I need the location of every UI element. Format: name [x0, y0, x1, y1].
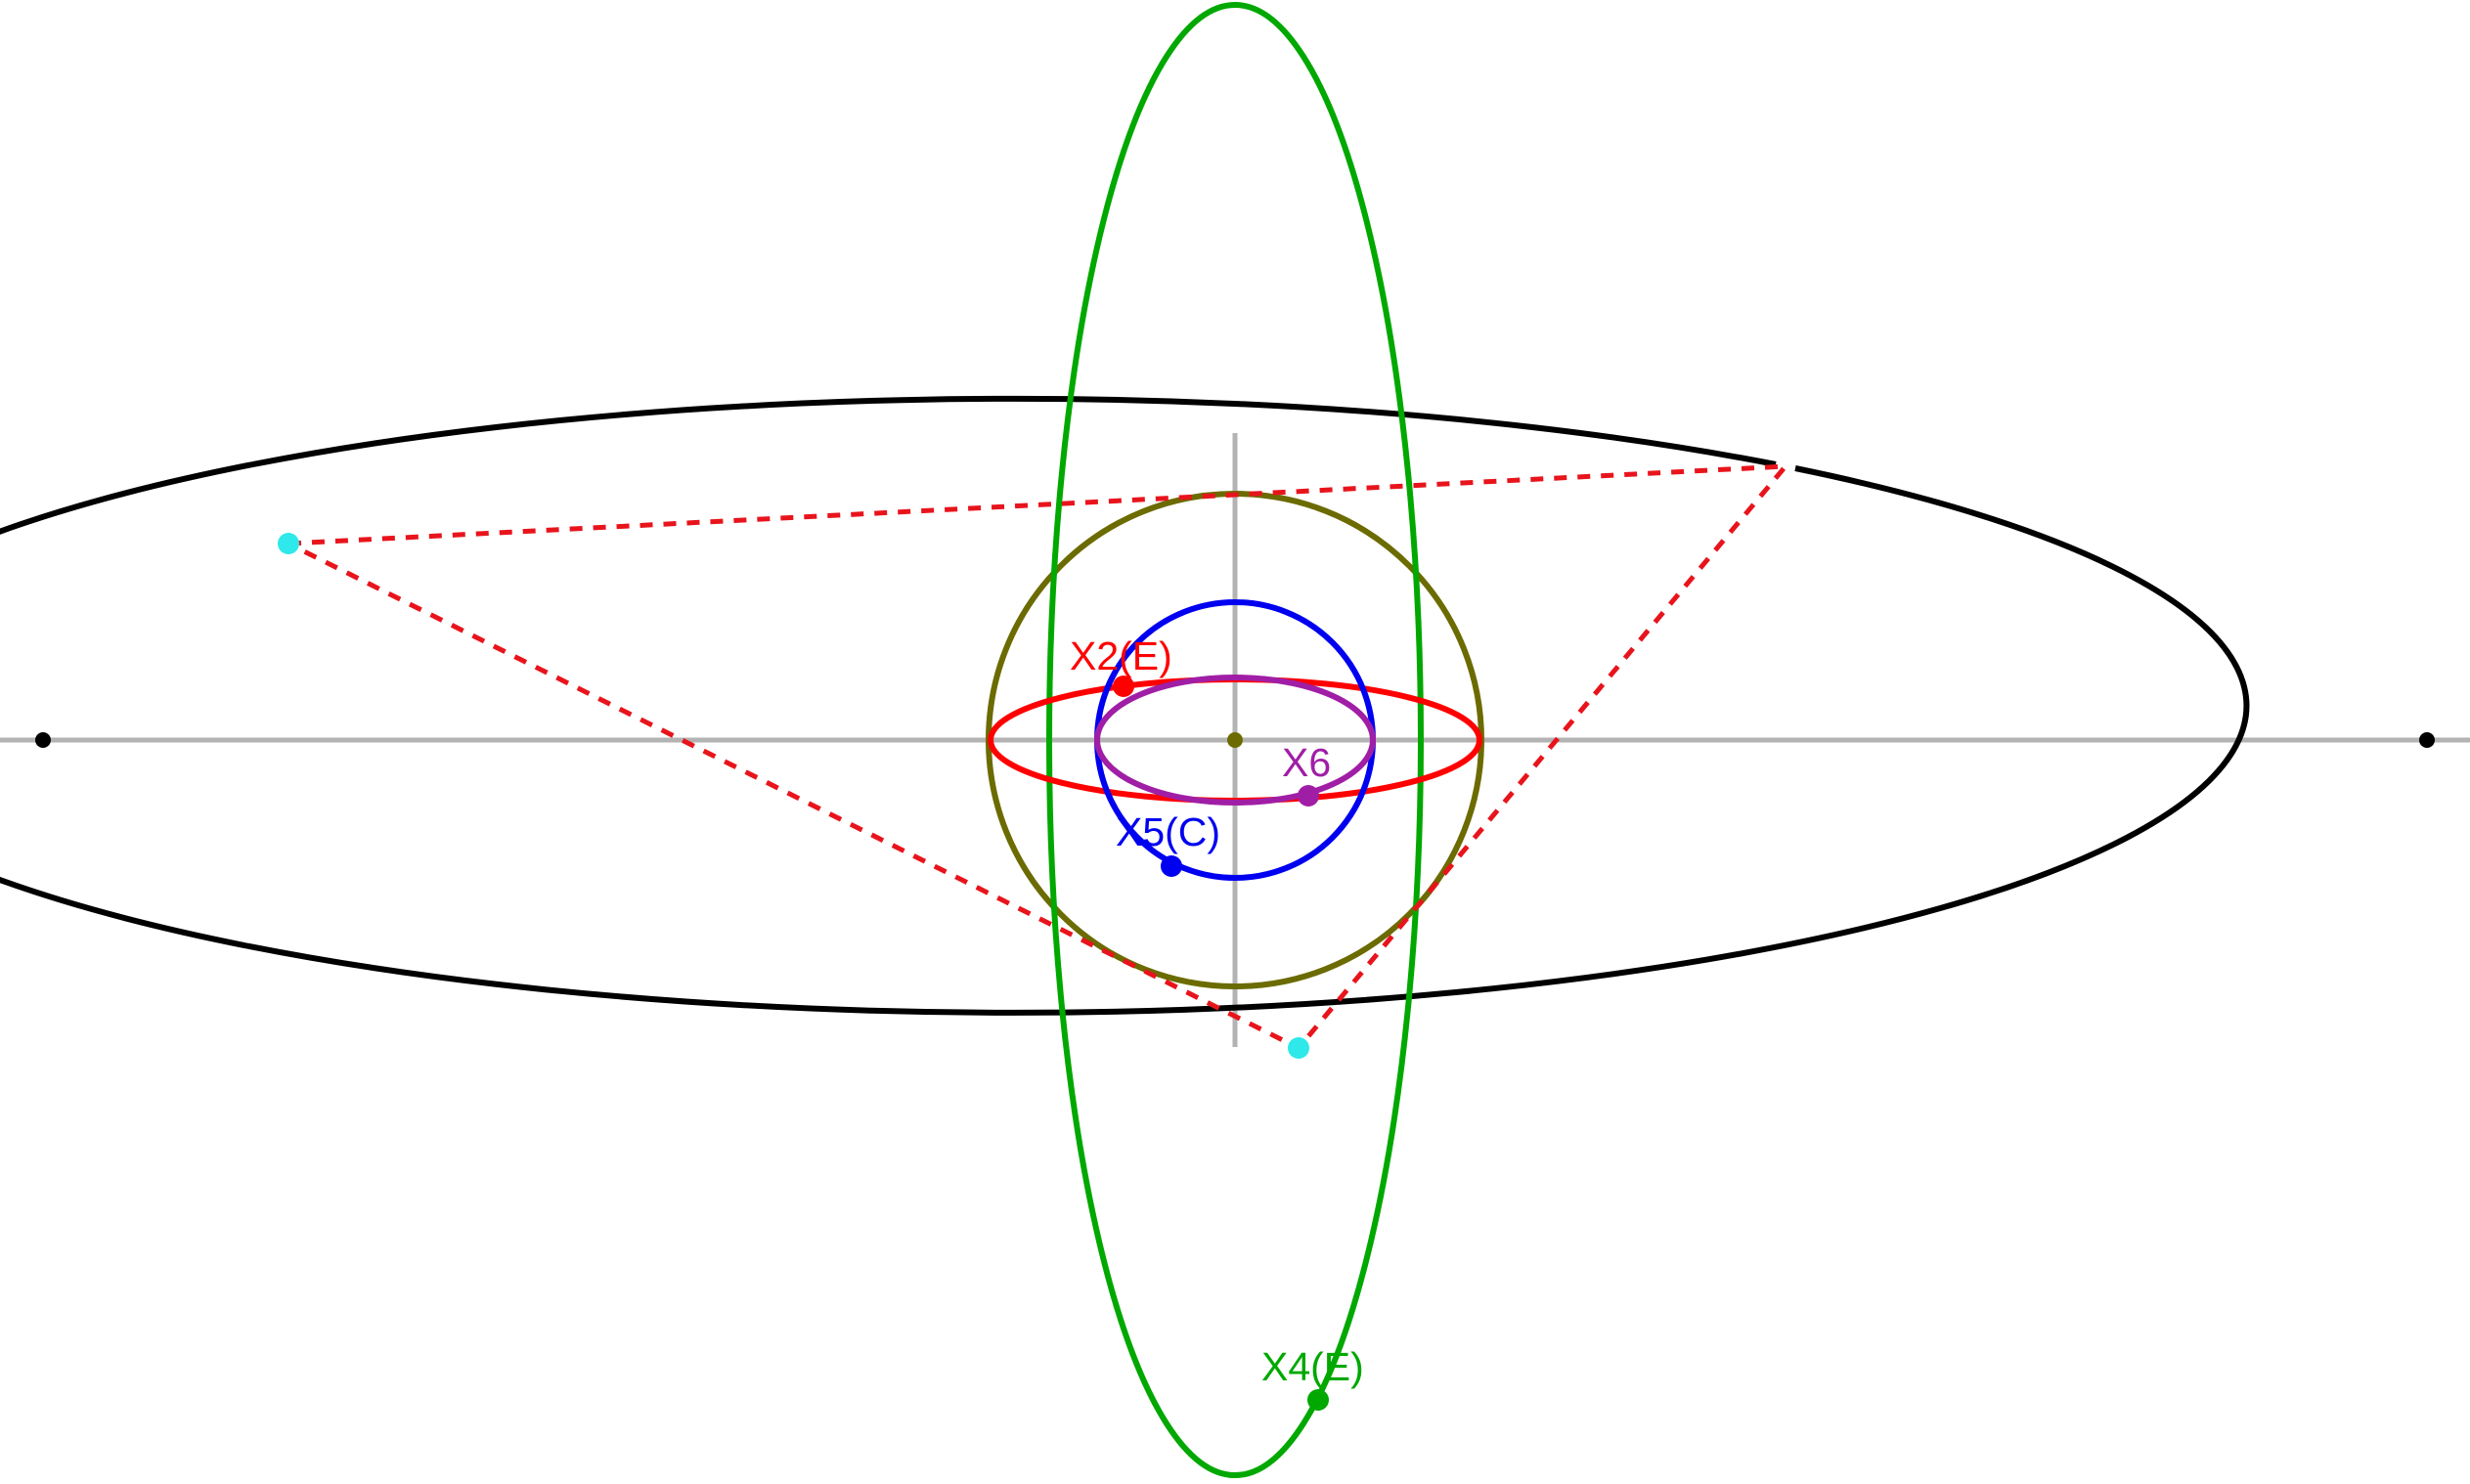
x5-point [1161, 855, 1182, 877]
triangle-vertex [1288, 1037, 1309, 1059]
x4-label: X4(E) [1261, 1344, 1364, 1389]
center-point [1227, 732, 1243, 748]
inscribed-triangle [279, 463, 1791, 1052]
right-focus [2419, 732, 2435, 748]
x2-label: X2(E) [1070, 633, 1172, 678]
x6-label: X6 [1282, 740, 1331, 785]
symmedian-locus-ellipse [1094, 675, 1376, 806]
x5-label: X5(C) [1116, 809, 1220, 854]
left-focus [35, 732, 51, 748]
x4-point [1307, 1389, 1329, 1411]
x2-point [1113, 676, 1134, 697]
triangle-vertex [278, 533, 299, 554]
x6-point [1298, 785, 1319, 807]
orthocenter-locus-ellipse [1046, 2, 1424, 1478]
outer-ellipse [0, 395, 2250, 1016]
